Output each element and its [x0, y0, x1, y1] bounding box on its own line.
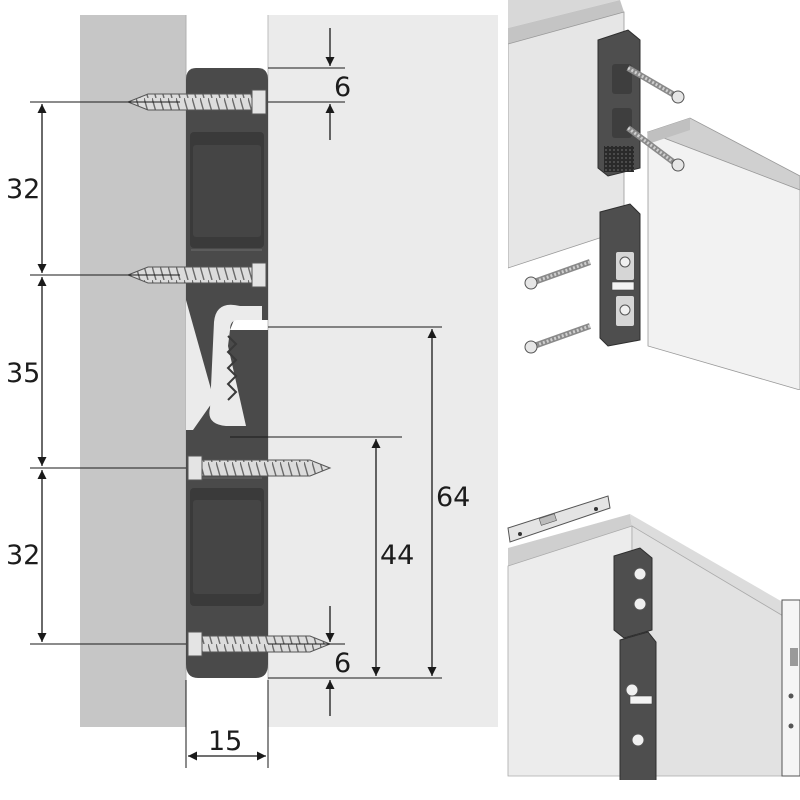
upper-bracket	[186, 68, 268, 300]
screw-3	[187, 455, 332, 481]
screw-4	[187, 631, 332, 657]
lower-bracket-installed	[619, 631, 657, 780]
wall-panel	[80, 15, 186, 727]
screw-3d-1	[626, 65, 685, 104]
dim-total-height: 64	[436, 482, 470, 513]
exploded-view	[508, 0, 800, 390]
dim-lower-spacing: 32	[6, 540, 40, 571]
lower-bracket	[186, 430, 268, 678]
dimension-lines	[37, 28, 437, 761]
screw-3d-4	[524, 323, 592, 354]
door-panel	[268, 15, 498, 727]
leveling-view	[507, 495, 800, 780]
section-drawing: 32 35 32 6 6 64 44 15	[6, 15, 498, 768]
screw-3d-2	[626, 125, 685, 172]
cabinet-wall	[507, 525, 633, 777]
dim-panel-thickness: 15	[208, 726, 242, 757]
screw-1	[126, 89, 267, 115]
dim-middle-spacing: 35	[6, 358, 40, 389]
hook-part	[186, 290, 268, 440]
screw-2	[126, 262, 267, 288]
extension-lines	[30, 67, 442, 768]
spirit-level	[507, 495, 611, 543]
upper-bracket-installed	[613, 547, 653, 639]
dim-upper-spacing: 32	[6, 174, 40, 205]
upper-bracket-3d	[597, 29, 641, 177]
dim-top-offset: 6	[334, 72, 351, 103]
screw-3d-3	[524, 259, 592, 290]
cabinet-back	[631, 525, 800, 777]
door-edge	[781, 599, 800, 777]
door-panel-face	[647, 131, 800, 390]
dim-lower-height: 44	[380, 540, 414, 571]
dim-bottom-offset: 6	[334, 648, 351, 679]
lower-bracket-3d	[599, 203, 641, 347]
